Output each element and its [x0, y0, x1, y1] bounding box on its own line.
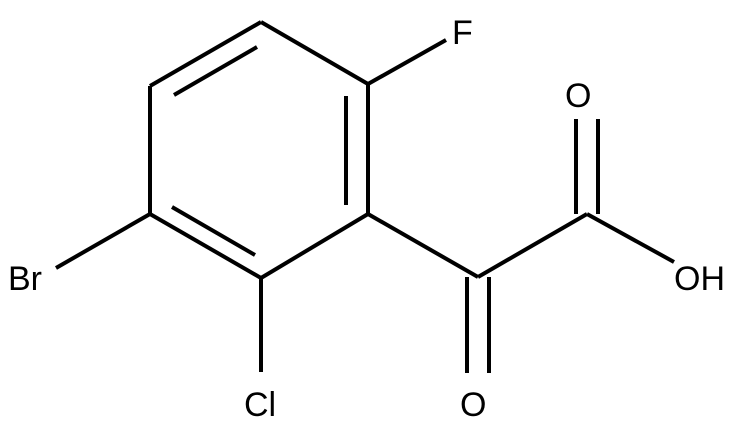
atom-label-cl: Cl	[244, 386, 276, 424]
atom-label-oh: OH	[674, 260, 725, 298]
ring-bond-c2-c3	[149, 20, 262, 88]
ring-bond-c4-c5	[149, 212, 262, 280]
ring-bond-c5-c6	[259, 212, 370, 280]
ring-inner-bond-c4-c5	[170, 205, 257, 257]
bond-c6-carbonyl-carbon	[367, 212, 479, 279]
bond-c4-br	[55, 212, 151, 270]
ring-inner-bond-c2-c3	[172, 45, 259, 97]
atom-label-f: F	[452, 14, 473, 52]
atom-label-o-bottom: O	[460, 386, 486, 424]
atom-label-br: Br	[8, 260, 42, 298]
atom-label-o-top: O	[565, 77, 591, 115]
bond-c1-f	[367, 38, 447, 86]
bond-carbonyl-carbon-carboxyl-carbon	[476, 212, 589, 279]
bonds	[55, 20, 675, 373]
bond-carboxyl-carbon-oh	[586, 212, 675, 264]
ring-bond-c1-c2	[259, 20, 370, 86]
atom-labels: F O OH Br Cl O	[8, 14, 725, 424]
